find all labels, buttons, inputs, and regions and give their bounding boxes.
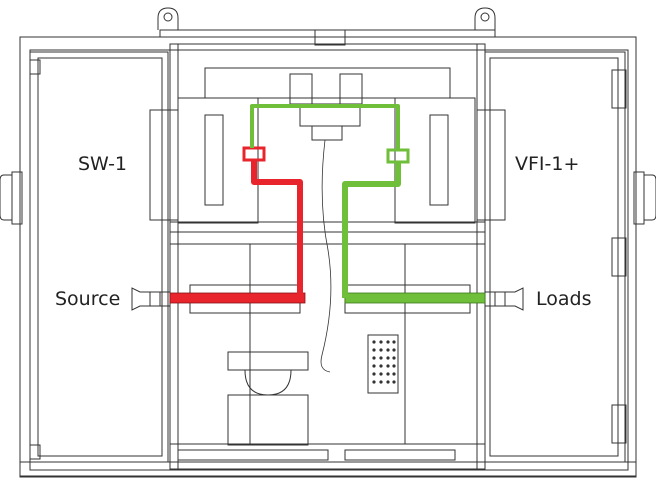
label-sw1: SW-1 [78, 153, 127, 175]
left-door-inner [37, 57, 163, 457]
mid-shelf [169, 221, 486, 245]
control-wire [320, 139, 332, 373]
bushing-icon [484, 287, 524, 311]
right-door-inner [489, 57, 619, 457]
door-handle-icon [0, 171, 23, 225]
top-terminal-left [289, 73, 313, 105]
hinge-icon [29, 444, 41, 460]
source-path [169, 146, 306, 304]
hinge-icon [611, 69, 627, 109]
top-channel [204, 67, 451, 99]
right-door [484, 51, 626, 463]
actuator [227, 351, 309, 446]
lower-compartment [177, 243, 478, 445]
door-handle-icon [633, 171, 656, 225]
roof-line [20, 29, 636, 38]
center-cabinet [169, 43, 486, 470]
left-door [29, 51, 169, 463]
load-path [250, 104, 486, 304]
label-loads: Loads [536, 288, 591, 310]
hinge-icon [611, 404, 627, 444]
lifting-eye-icon [474, 7, 496, 30]
enclosure-outline [19, 36, 637, 478]
bushing-icon [131, 287, 171, 311]
top-terminal-right [339, 73, 363, 105]
label-source: Source [55, 288, 120, 310]
roof-notch [314, 30, 346, 46]
label-vfi: VFI-1+ [515, 153, 579, 175]
lifting-eye-icon [157, 7, 179, 30]
hinge-icon [611, 237, 627, 277]
hinge-icon [29, 59, 41, 75]
connector-block [367, 334, 399, 394]
